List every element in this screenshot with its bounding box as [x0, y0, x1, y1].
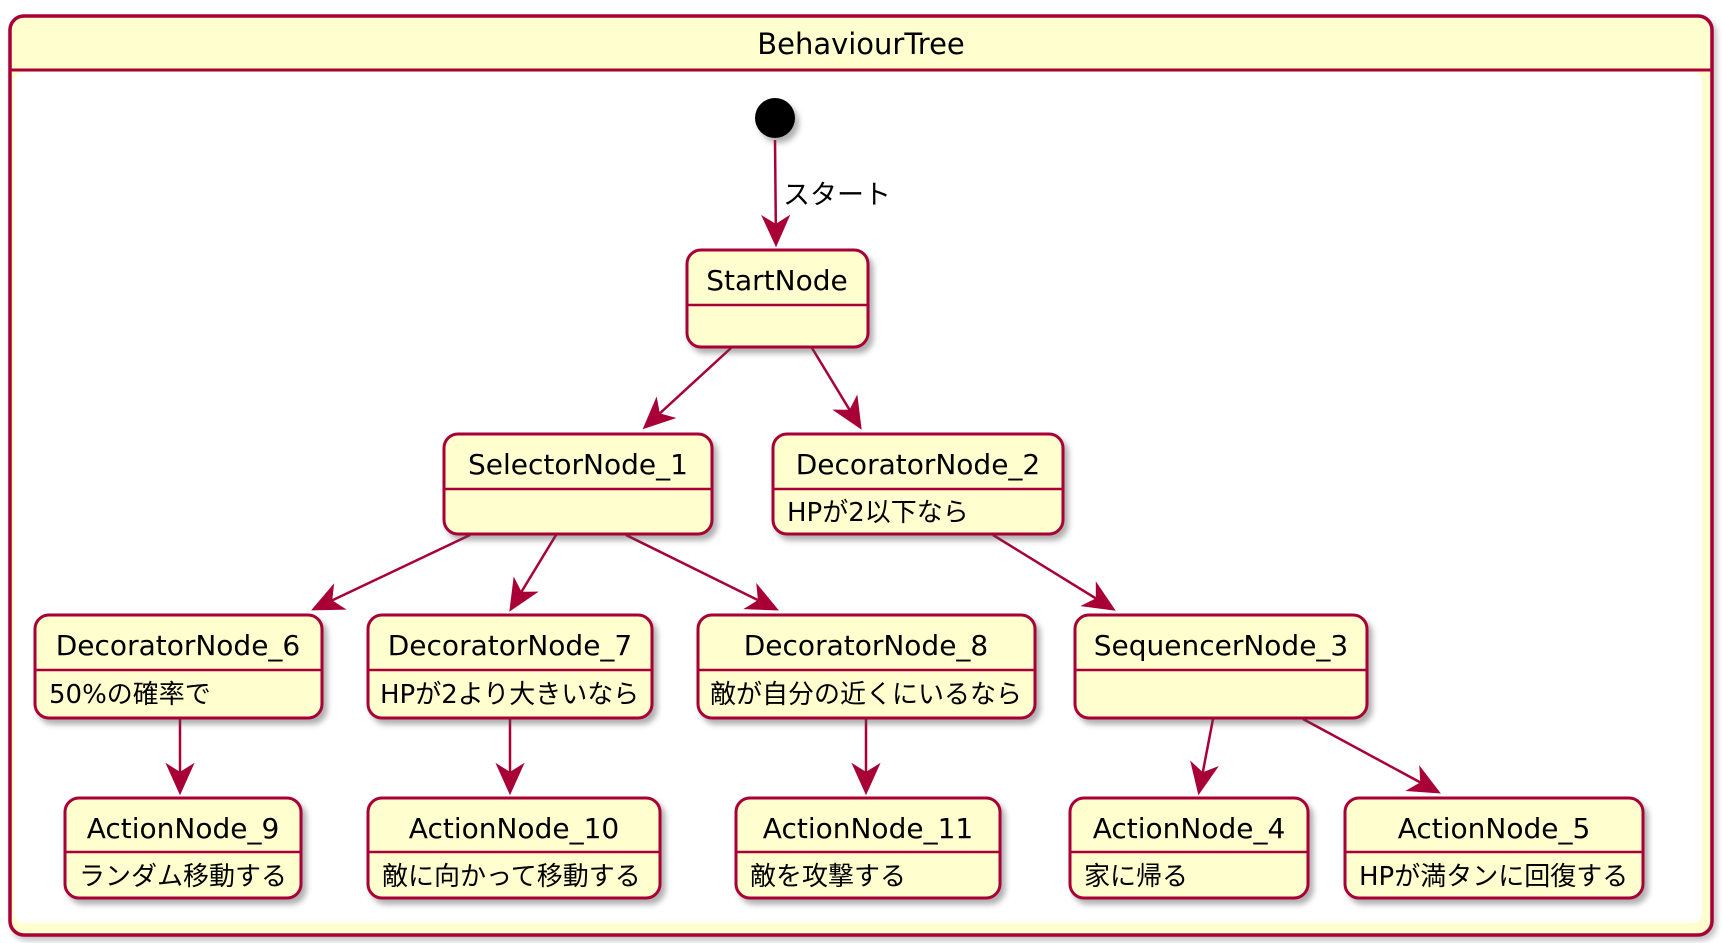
state-title: ActionNode_4: [1093, 812, 1286, 845]
state-title: DecoratorNode_6: [56, 629, 301, 662]
state-node-startnode: StartNode: [685, 248, 870, 349]
state-node-decoratornode-7: DecoratorNode_7 HPが2より大きいなら: [366, 613, 654, 720]
state-node-selectornode-1: SelectorNode_1: [442, 432, 714, 536]
state-body: 敵が自分の近くにいるなら: [710, 680, 1022, 710]
state-box: [734, 796, 1002, 900]
state-body: HPが2以下なら: [787, 498, 969, 528]
state-title: SelectorNode_1: [468, 448, 688, 481]
state-title: ActionNode_10: [409, 812, 619, 845]
state-title: SequencerNode_3: [1094, 629, 1349, 662]
edge-decoratornode2-to-sequencernode3: [992, 533, 1116, 611]
state-box: [442, 432, 714, 536]
state-title: ActionNode_11: [763, 812, 973, 845]
state-body: HPが2より大きいなら: [380, 680, 639, 710]
state-body: 家に帰る: [1084, 862, 1188, 892]
initial-state-dot: [755, 98, 795, 138]
state-node-actionnode-10: ActionNode_10 敵に向かって移動する: [366, 796, 662, 900]
state-body: ランダム移動する: [79, 862, 287, 892]
state-title: ActionNode_5: [1398, 812, 1591, 845]
state-box: [366, 613, 654, 720]
state-body: 50%の確率で: [49, 680, 211, 710]
state-node-decoratornode-8: DecoratorNode_8 敵が自分の近くにいるなら: [696, 613, 1037, 720]
state-title: DecoratorNode_7: [388, 629, 633, 662]
edge-sequencernode3-to-actionnode4: [1190, 718, 1219, 796]
state-box: [696, 613, 1037, 720]
state-box: [1068, 796, 1310, 900]
state-node-actionnode-11: ActionNode_11 敵を攻撃する: [734, 796, 1002, 900]
edge-selectornode1-to-decoratornode7: [509, 534, 558, 612]
state-box: [63, 796, 303, 900]
container-title: BehaviourTree: [757, 27, 965, 61]
state-node-actionnode-5: ActionNode_5 HPが満タンに回復する: [1343, 796, 1645, 900]
state-body: 敵に向かって移動する: [382, 862, 641, 892]
state-box: [1343, 796, 1645, 900]
state-node-actionnode-9: ActionNode_9 ランダム移動する: [63, 796, 303, 900]
state-body: HPが満タンに回復する: [1359, 862, 1628, 892]
edge-startnode-to-decoratornode2: [810, 347, 862, 430]
edge-startnode-to-selectornode1: [642, 347, 732, 430]
edge-initial-to-startnode: [761, 139, 791, 248]
state-node-decoratornode-6: DecoratorNode_6 50%の確率で: [33, 613, 324, 720]
state-box: [33, 613, 324, 720]
edge-selectornode1-to-decoratornode8: [625, 533, 779, 611]
start-edge-label: スタート: [783, 180, 891, 211]
state-title: StartNode: [706, 264, 847, 297]
state-box: [771, 432, 1065, 536]
state-title: ActionNode_9: [87, 812, 280, 845]
state-body: 敵を攻撃する: [750, 862, 906, 892]
state-title: DecoratorNode_2: [796, 448, 1041, 481]
edge-selectornode1-to-decoratornode6: [311, 533, 471, 611]
state-node-sequencernode-3: SequencerNode_3: [1073, 613, 1369, 720]
state-node-actionnode-4: ActionNode_4 家に帰る: [1068, 796, 1310, 900]
state-title: DecoratorNode_8: [744, 629, 989, 662]
state-box: [685, 248, 870, 349]
state-node-decoratornode-2: DecoratorNode_2 HPが2以下なら: [771, 432, 1065, 536]
state-box: [366, 796, 662, 900]
edges: [165, 139, 1441, 796]
edge-sequencernode3-to-actionnode5: [1302, 717, 1441, 794]
state-box: [1073, 613, 1369, 720]
